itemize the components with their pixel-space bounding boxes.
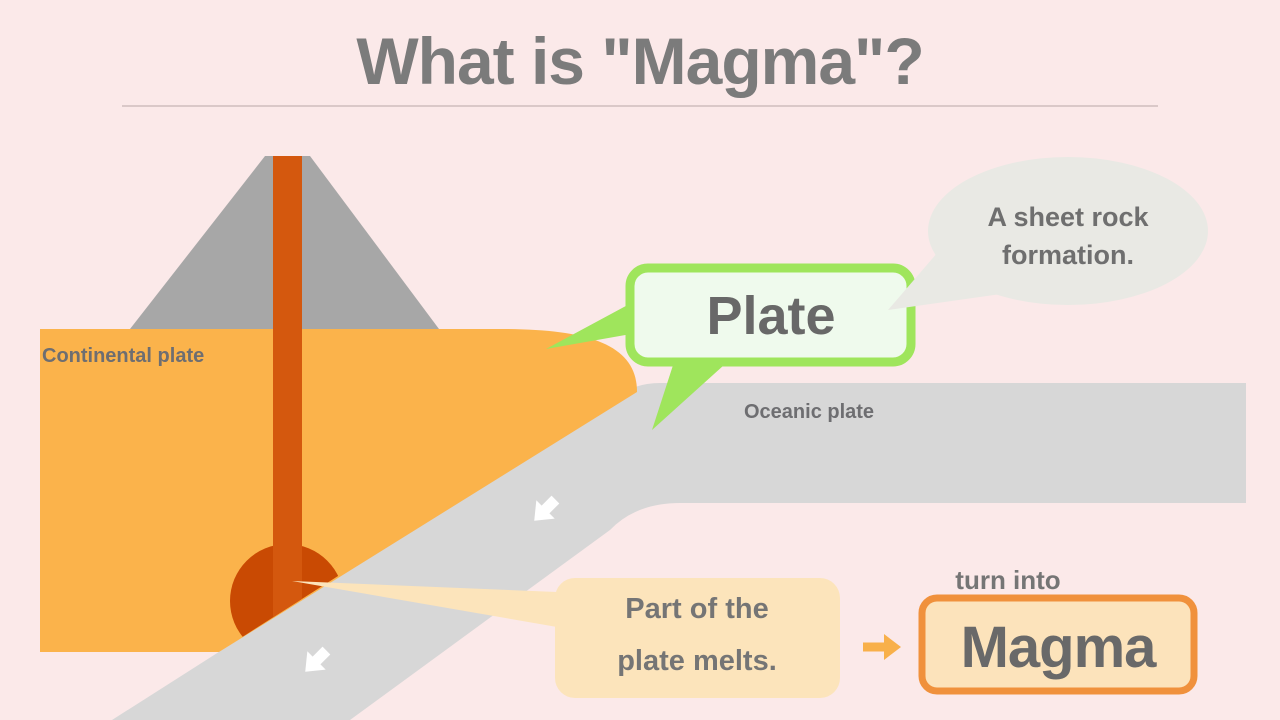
continental-plate-label: Continental plate xyxy=(42,345,204,367)
melt-callout xyxy=(555,578,840,698)
turn-into-label: turn into xyxy=(955,565,1060,595)
magma-label: Magma xyxy=(961,615,1158,680)
plate-bubble-label: Plate xyxy=(706,286,835,346)
sheetrock-ellipse xyxy=(928,157,1208,305)
page-title: What is "Magma"? xyxy=(356,24,923,98)
sheetrock-note-line1: A sheet rock xyxy=(987,202,1149,232)
plate-speech-bubble xyxy=(625,263,916,367)
melt-note-line1: Part of the xyxy=(625,593,768,625)
turn-into-arrow-icon xyxy=(863,634,901,660)
sheetrock-ellipse-tail xyxy=(888,252,1008,310)
subduction-arrow-icon xyxy=(534,495,560,521)
melt-note-line2: plate melts. xyxy=(617,645,777,677)
sheetrock-note-line2: formation. xyxy=(1002,240,1134,270)
oceanic-plate-label: Oceanic plate xyxy=(744,401,874,423)
oceanic-plate-shape xyxy=(112,383,1246,720)
plate-bubble-tail-left xyxy=(546,300,637,349)
continental-plate-shape xyxy=(40,329,637,652)
magma-conduit xyxy=(273,156,302,626)
subduction-arrow-icon xyxy=(305,646,331,672)
melt-callout-tail xyxy=(292,581,557,627)
plate-bubble-tail-bottom xyxy=(652,356,734,430)
magma-box xyxy=(918,594,1198,695)
